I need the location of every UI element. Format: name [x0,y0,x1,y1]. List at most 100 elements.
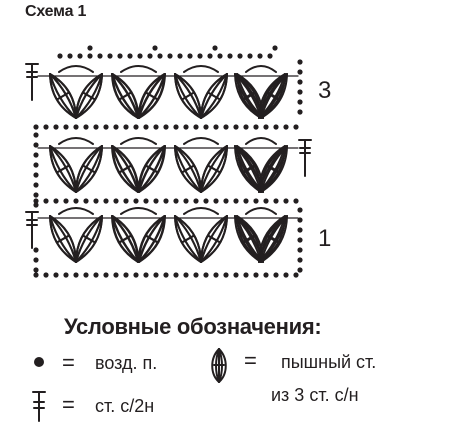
half-double-crochet-symbol [25,63,39,101]
chain-stitch-dot [33,124,39,130]
chain-stitch-dot [33,267,39,273]
chain-stitch-dot [83,272,89,278]
chain-stitch-dot [297,217,303,223]
chain-stitch-dot [83,198,89,204]
chain-stitch-dot [73,272,79,278]
chain-stitch-dot [257,53,263,59]
chain-stitch-dot [273,272,279,278]
chain-stitch-dot [283,124,289,130]
chain-stitch-dot [283,272,289,278]
chain-stitch-dot [263,124,269,130]
puff-stitch-symbol [75,215,103,263]
legend-chain-stitch-label: возд. п. [95,353,158,373]
legend-heading: Условные обозначения: [64,314,322,339]
chain-stitch-dot [103,272,109,278]
puff-stitch-symbol [49,145,77,193]
chain-stitch-dot [293,272,299,278]
puff-stitch-symbol [137,73,166,119]
chain-stitch-dot [193,198,199,204]
chain-stitch-dot [87,53,93,59]
chain-stitch-dot [297,267,303,273]
chain-stitch-dot [273,124,279,130]
chain-stitch-dot [193,124,199,130]
puff-stitch-symbol [174,215,202,263]
chain-stitch-dot [183,272,189,278]
chain-stitch-dot [73,124,79,130]
chain-stitch-dot [133,124,139,130]
puff-stitch-symbol [260,215,288,263]
chain-stitch-dot [63,272,69,278]
legend-puff-stitch-label-1: пышный ст. [281,352,377,372]
chain-stitch-dot [133,272,139,278]
chain-stitch-dot [113,124,119,130]
chain-stitch-dot [153,198,159,204]
chain-stitch-dot [87,45,93,51]
chain-stitch-dot [43,198,49,204]
chain-stitch-dot [33,152,39,158]
chain-stitch-dot [293,198,299,204]
chain-stitch-dot [123,198,129,204]
chain-stitch-dot [163,198,169,204]
chain-stitch-dot [187,53,193,59]
chain-stitch-dot [263,198,269,204]
chain-stitch-dot [297,257,303,263]
chain-stitch-dot [43,272,49,278]
half-double-crochet-symbol [298,139,312,177]
chain-stitch-dot [163,272,169,278]
chain-arch [58,207,94,215]
puff-stitch-symbol [111,73,140,119]
chain-stitch-dot [152,45,158,51]
chain-stitch-dot [73,198,79,204]
chain-stitch-dot [283,198,289,204]
chain-stitch-dot [153,272,159,278]
chain-arch [183,207,219,215]
chain-stitch-dot [207,53,213,59]
chain-stitch-dot [203,124,209,130]
chain-stitch-dot [67,53,73,59]
chain-stitch-dot [53,272,59,278]
chain-stitch-dot [297,69,303,75]
puff-stitch-icon [211,348,227,383]
chain-stitch-dot [213,198,219,204]
chain-stitch-dot [93,198,99,204]
puff-stitch-symbol [200,145,228,193]
chain-stitch-dot [127,53,133,59]
chain-stitch-dot [223,272,229,278]
chain-stitch-dot [297,237,303,243]
chain-stitch-dot [213,124,219,130]
half-double-crochet-symbol [25,211,39,249]
chain-stitch-dot [297,59,303,65]
chain-stitch-dot [123,272,129,278]
chain-stitch-dot [223,124,229,130]
chain-arch [120,207,157,215]
chain-stitch-dot [53,198,59,204]
chain-stitch-dot [212,45,218,51]
chain-stitch-dot [197,53,203,59]
puff-stitch-symbol [49,215,77,263]
puff-stitch-symbol [137,215,166,263]
chain-stitch-dot [53,124,59,130]
chain-stitch-dot [253,272,259,278]
puff-stitch-symbol [174,145,202,193]
chain-stitch-dot [93,272,99,278]
chain-stitch-dot [143,198,149,204]
chain-stitch-dot [173,198,179,204]
chain-stitch-dot [243,198,249,204]
chain-stitch-dot [63,198,69,204]
puff-stitch-symbol [200,215,228,263]
chain-stitch-dot [253,198,259,204]
legend-equals-3: = [62,392,75,417]
chain-stitch-dot [297,227,303,233]
chain-stitch-dot [33,247,39,253]
chain-stitch-dot [113,272,119,278]
chain-arch [58,65,94,73]
chain-stitch-dot [227,53,233,59]
chain-stitch-dot [83,124,89,130]
chain-stitch-dot [173,124,179,130]
puff-stitch-symbol [75,145,103,193]
chain-stitch-dot [203,198,209,204]
chain-stitch-dot [123,124,129,130]
chain-stitch-dot-icon [34,357,44,367]
chain-stitch-dot [33,202,39,208]
